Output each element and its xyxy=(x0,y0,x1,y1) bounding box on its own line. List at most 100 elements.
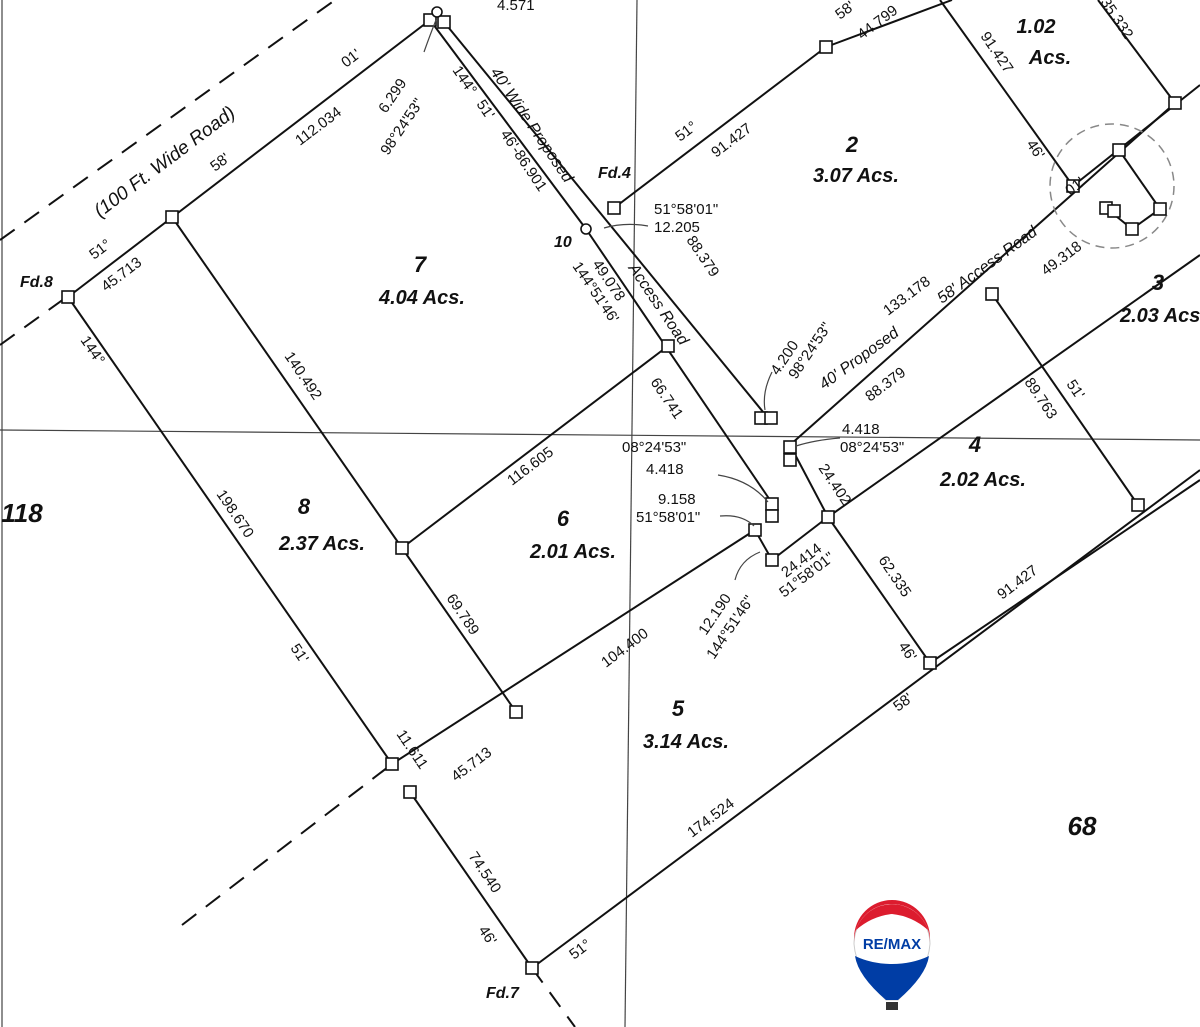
dimension-label: 08°24'53" xyxy=(840,439,904,456)
access-road-edge-1 xyxy=(789,102,1176,446)
lot-2: 2 3.07 Acs. xyxy=(813,132,899,187)
found-marker-fd8: Fd.8 xyxy=(20,274,53,291)
point-marker xyxy=(431,6,443,18)
remax-logo: RE/MAX xyxy=(853,900,931,1010)
monument-fd7 xyxy=(525,961,539,975)
boundary-1-east xyxy=(1097,0,1176,104)
lot-number: 4 xyxy=(968,432,981,457)
arrow xyxy=(763,371,773,411)
lot-area: 3.07 Acs. xyxy=(813,165,899,187)
lot-5: 5 3.14 Acs. xyxy=(643,696,729,753)
road-edge-dashed-2 xyxy=(0,295,69,346)
arrow xyxy=(734,551,761,581)
callout-arrows xyxy=(423,19,841,581)
dimension-label: 4.418 xyxy=(646,461,684,478)
monument xyxy=(819,40,833,54)
neighbor-parcel-118: 118 xyxy=(1,498,43,528)
found-marker-fd7: Fd.7 xyxy=(486,985,520,1002)
monument xyxy=(1131,498,1145,512)
boundary-5-north-stub xyxy=(771,516,829,561)
boundary-8-6 xyxy=(401,345,669,549)
grid-line-vertical xyxy=(624,0,638,1027)
dimension-label: 91.427 xyxy=(977,29,1017,77)
proposed-road-west-lower xyxy=(585,228,773,504)
monument xyxy=(1066,179,1080,193)
lot-6: 6 2.01 Acs. xyxy=(529,506,616,563)
point-10-marker xyxy=(580,223,592,235)
access-road-edge-2 xyxy=(827,254,1200,518)
dimension-label: 01' xyxy=(338,46,364,71)
monument-fd8 xyxy=(61,290,75,304)
monument xyxy=(165,210,179,224)
dimension-label: 49.318 xyxy=(1038,238,1085,279)
grid-line-horizontal xyxy=(0,429,1200,441)
dimension-label: 51° xyxy=(672,118,700,145)
arrow xyxy=(719,515,755,527)
lot-area: 4.04 Acs. xyxy=(378,287,465,309)
monument xyxy=(661,339,675,353)
monument-fd4 xyxy=(607,201,621,215)
boundary-4-south xyxy=(929,479,1200,664)
neighbor-parcel-68: 68 xyxy=(1068,811,1097,841)
monument xyxy=(765,497,779,511)
monument xyxy=(1107,204,1121,218)
arrow xyxy=(717,474,769,503)
dimension-label: 4.571 xyxy=(497,0,535,14)
monument xyxy=(1168,96,1182,110)
monument xyxy=(1153,202,1167,216)
boundary-5-south xyxy=(531,469,1200,969)
balloon-basket xyxy=(886,1002,898,1010)
arrow xyxy=(423,19,437,53)
monument xyxy=(437,15,451,29)
dimension-label: 133.178 xyxy=(880,273,934,319)
boundary-5-west xyxy=(409,791,533,969)
monument xyxy=(403,785,417,799)
lot-area: 2.01 Acs. xyxy=(529,541,616,563)
dimension-label: 112.034 xyxy=(292,104,345,150)
dimension-label: 144° xyxy=(449,63,480,98)
dimension-label: 74.540 xyxy=(465,849,505,897)
dimension-label: 88.379 xyxy=(862,364,909,405)
dimension-label: 51°58'01" xyxy=(636,509,700,526)
dimension-label: 4.418 xyxy=(842,421,880,438)
monument xyxy=(395,541,409,555)
dimension-label: 35.332 xyxy=(1097,0,1137,42)
dimension-label: 58' xyxy=(832,0,858,23)
monument xyxy=(1125,222,1139,236)
boundary-8-5 xyxy=(391,529,756,765)
monument xyxy=(1112,143,1126,157)
balloon-blue-bottom xyxy=(855,956,929,1000)
dimension-label: 91.427 xyxy=(994,562,1041,603)
lot-number: 7 xyxy=(414,252,428,277)
dimension-label: 89.763 xyxy=(1021,375,1061,423)
boundary-west xyxy=(67,296,393,765)
monument xyxy=(765,509,779,523)
lot-1: 1.02 Acs. xyxy=(1017,16,1072,69)
dimension-label: 104.400 xyxy=(598,625,652,671)
monument xyxy=(821,510,835,524)
monument xyxy=(765,553,779,567)
lot-area: 2.37 Acs. xyxy=(278,533,365,555)
dimension-label: 144° xyxy=(77,333,108,368)
road-edge-dashed-1 xyxy=(0,0,336,241)
monuments xyxy=(61,6,1182,975)
lot-area-unit: Acs. xyxy=(1028,47,1071,69)
balloon-top-red xyxy=(856,904,928,930)
monument xyxy=(783,453,797,467)
dimension-label: 140.492 xyxy=(281,349,325,403)
dimension-label: 58' xyxy=(890,690,916,715)
boundary-3-4 xyxy=(991,293,1139,506)
monument xyxy=(985,287,999,301)
dimension-label: 12.205 xyxy=(654,219,700,236)
dimension-label: 51' xyxy=(1063,377,1088,403)
dimension-label: 51° xyxy=(86,236,114,263)
dimension-label: 46' xyxy=(1023,137,1048,163)
lot-area: 3.14 Acs. xyxy=(643,731,729,753)
monument xyxy=(509,705,523,719)
arrow xyxy=(603,223,649,229)
lot-area-value: 1.02 xyxy=(1017,16,1056,38)
boundary-front-road xyxy=(67,19,431,298)
remax-logo-text: RE/MAX xyxy=(863,936,921,953)
dimension-label: 08°24'53" xyxy=(622,439,686,456)
lot-area: 2.02 Acs. xyxy=(939,469,1026,491)
